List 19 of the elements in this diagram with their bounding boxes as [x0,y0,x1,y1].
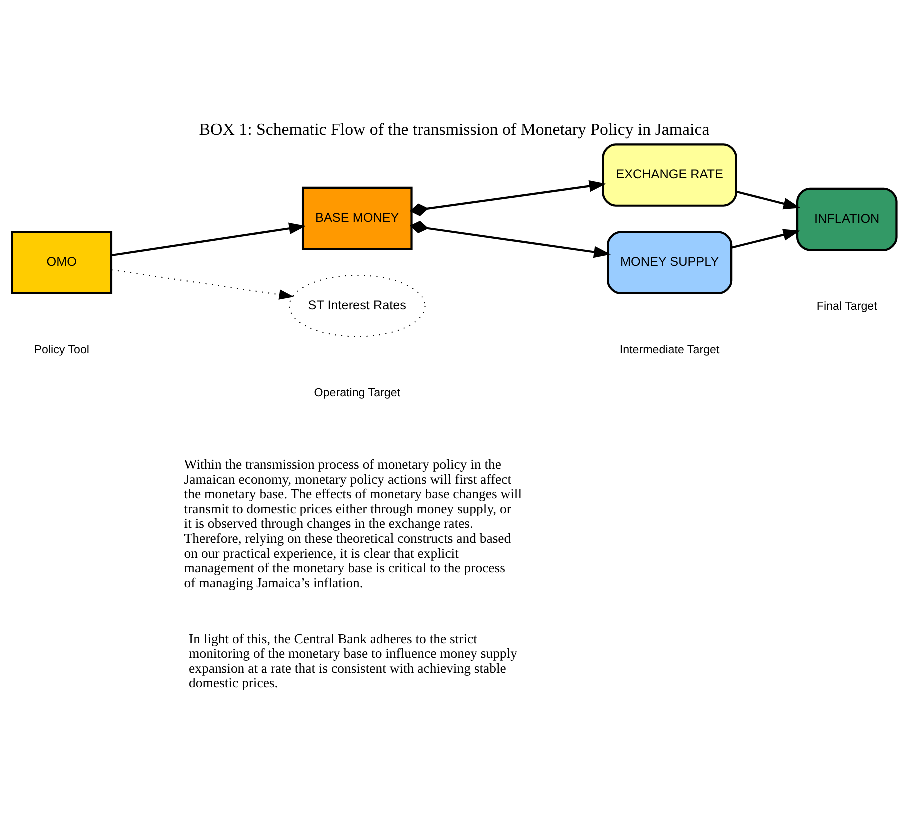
arrow [112,269,294,300]
arrow [731,228,800,248]
node-box: MONEY SUPPLY [607,230,733,294]
arrow [736,190,801,210]
arrow [112,222,306,256]
node-ellipse: ST Interest Rates [289,274,426,337]
node-box: OMO [11,230,113,294]
label: Intermediate Target [620,342,720,356]
node-box: INFLATION [796,187,898,251]
label: Operating Target [314,386,401,400]
label: Policy Tool [34,342,90,356]
diagram-title: BOX 1: Schematic Flow of the transmission of Monetary Policy in Jamaica [199,119,710,138]
label: Within the transmission process of monetary policy in the Jamaican economy, monetary policy actions will first affect the monetary base. The effects of monetary base changes will transmit to domestic prices either through money supply, or it is observed through changes in the exchange rates. Therefore, relying on these theoretical constructs and based on our practical experience, it is clear that explicit management of the monetary base is critical to the process of managing Jamaica’s inflation. [184,456,522,590]
label: Final Target [816,300,878,313]
arrow [410,220,612,258]
node-box: BASE MONEY [302,186,413,250]
arrow [410,180,606,216]
node-box: EXCHANGE RATE [602,143,738,206]
label: In light of this, the Central Bank adheres to the strict monitoring of the monetary base to influence money supply expansion at a rate that is consistent with achieving stable domestic prices. [189,630,518,690]
